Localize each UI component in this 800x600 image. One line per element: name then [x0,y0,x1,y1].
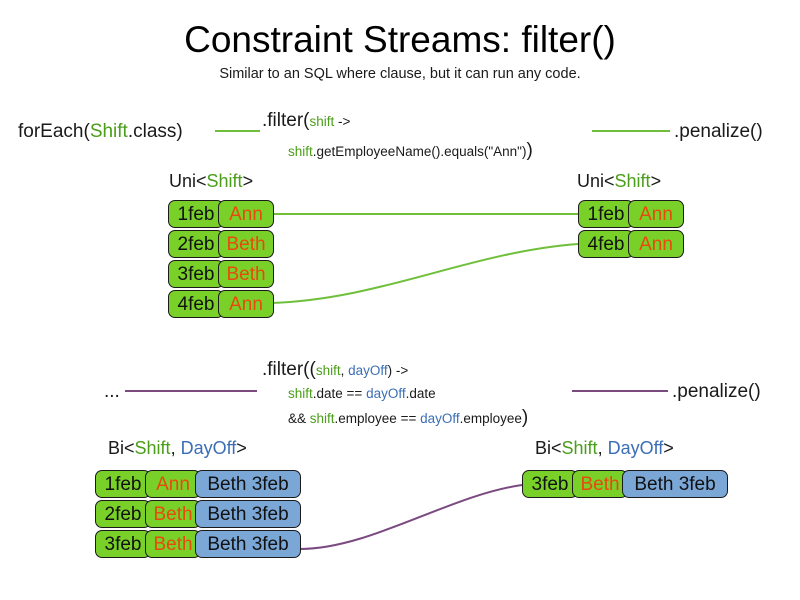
uni-foreach-suffix: .class) [127,121,183,142]
bi-filter-l2-tail: .date [405,386,436,401]
tuple-cell-date: 1feb [95,470,151,498]
bi-output-type-label: Bi<Shift, DayOff> [535,437,674,459]
bi-output-label-comma: , [597,438,608,458]
uni-filter-arrow: -> [334,114,351,129]
bi-filter-l3-param2: dayOff [420,411,460,426]
tuple-cell-employee: Ann [628,200,684,228]
uni-input-type-label: Uni<Shift> [169,170,253,192]
bi-output-label-suffix: > [663,438,674,458]
uni-filter-line1: .filter(shift -> [262,109,350,133]
page-title: Constraint Streams: filter() [184,19,616,60]
bi-filter-l3-mid: .employee == [334,411,421,426]
bi-filter-l3-lead: && [288,411,310,426]
uni-output-type-label: Uni<Shift> [577,170,661,192]
uni-foreach-label: forEach(Shift.class) [18,120,183,144]
tuple-cell-date: 3feb [95,530,151,558]
tuple-cell-dayoff: Beth 3feb [622,470,728,498]
uni-penalize-label: .penalize() [674,121,763,142]
uni-filter-head: .filter( [262,110,310,131]
tuple-cell-date: 2feb [168,230,224,258]
tuple-cell-employee: Ann [218,290,274,318]
bi-filter-line2: shift.date == dayOff.date [288,385,436,403]
uni-foreach-type: Shift [89,121,128,142]
tuple-cell-date: 2feb [95,500,151,528]
bi-filter-arrow: ) -> [387,363,409,378]
tuple-cell-date: 1feb [578,200,634,228]
uni-input-label-suffix: > [242,171,254,191]
tuple-cell-employee: Beth [572,470,628,498]
bi-output-label-type2: DayOff [607,438,664,458]
bi-filter-line3: && shift.employee == dayOff.employee) [288,407,529,428]
uni-output-label-suffix: > [650,171,662,191]
tuple-cell-employee: Beth [145,530,201,558]
tuple-cell-employee: Ann [218,200,274,228]
bi-filter-l2-param1: shift [288,386,313,401]
bi-input-label-suffix: > [236,438,247,458]
bi-filter-l2-param2: dayOff [366,386,406,401]
tuple-cell-date: 3feb [168,260,224,288]
bi-filter-line1: .filter((shift, dayOff) -> [262,358,408,382]
tuple-cell-date: 1feb [168,200,224,228]
bi-filter-param1: shift [315,363,341,378]
bi-input-label-type2: DayOff [180,438,237,458]
uni-filter-body: .getEmployeeName().equals("Ann") [312,144,527,159]
bi-input-label-prefix: Bi< [108,438,135,458]
bi-output-label-type1: Shift [561,438,598,458]
bi-filter-l3-param1: shift [309,411,335,426]
bi-filter-l2-mid: .date == [312,386,367,401]
uni-filter-param2: shift [288,144,313,159]
bi-penalize-label: .penalize() [672,381,761,402]
tuple-cell-date: 4feb [578,230,634,258]
tuple-cell-employee: Ann [628,230,684,258]
bi-filter-param2: dayOff [348,363,388,378]
tuple-cell-date: 4feb [168,290,224,318]
uni-output-label-prefix: Uni< [577,171,615,191]
tuple-cell-employee: Beth [145,500,201,528]
bi-input-label-type1: Shift [134,438,171,458]
page-subtitle: Similar to an SQL where clause, but it c… [219,66,581,82]
tuple-cell-employee: Beth [218,260,274,288]
bi-filter-comma: , [340,363,349,378]
tuple-cell-date: 3feb [522,470,578,498]
bi-output-label-prefix: Bi< [535,438,562,458]
uni-filter-param: shift [309,114,335,129]
tuple-cell-dayoff: Beth 3feb [195,470,301,498]
uni-filter-line2: shift.getEmployeeName().equals("Ann")) [288,139,533,163]
bi-filter-l3-tail: .employee [459,411,522,426]
tuple-cell-dayoff: Beth 3feb [195,500,301,528]
bi-source-label: ... [104,381,120,402]
bi-input-type-label: Bi<Shift, DayOff> [108,437,247,459]
bi-filter-close-paren: ) [521,407,529,428]
uni-input-label-prefix: Uni< [169,171,207,191]
uni-output-label-type: Shift [614,171,651,191]
tuple-cell-dayoff: Beth 3feb [195,530,301,558]
tuple-cell-employee: Beth [218,230,274,258]
bi-filter-head: .filter(( [262,359,316,380]
tuple-cell-employee: Ann [145,470,201,498]
uni-filter-close-paren: ) [526,140,533,161]
uni-input-label-type: Shift [206,171,243,191]
bi-input-label-comma: , [170,438,181,458]
uni-foreach-prefix: forEach( [18,121,90,142]
